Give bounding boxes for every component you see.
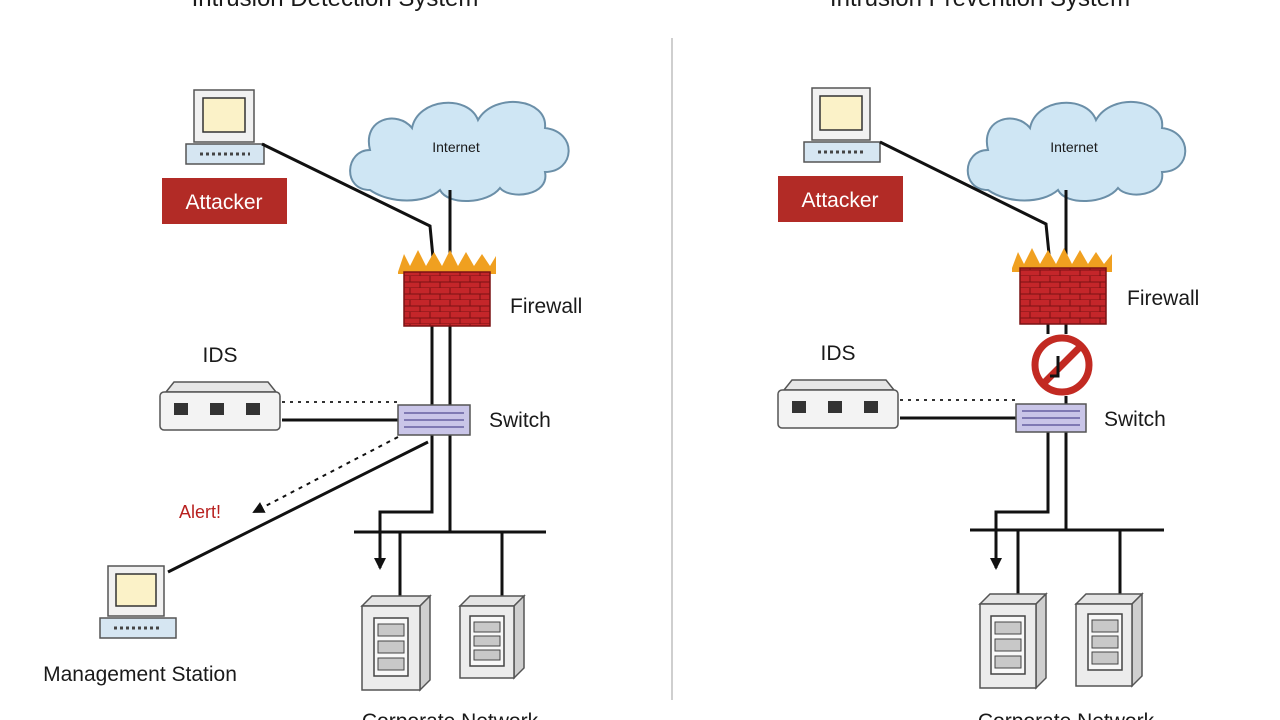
attacker-computer-icon — [803, 87, 881, 163]
attacker-label: Attacker — [801, 189, 878, 212]
firewall-icon — [398, 250, 496, 327]
server-icon — [458, 594, 526, 680]
management-station-label: Management Station — [43, 663, 237, 686]
attacker-badge: Attacker — [778, 176, 903, 222]
internet-cloud-icon: Internet — [966, 100, 1187, 203]
switch-icon — [1015, 403, 1087, 433]
alert-arrow — [252, 436, 399, 513]
corporate-network-label: Corporate Network — [362, 710, 539, 720]
server-icon — [978, 592, 1048, 690]
management-computer-icon — [99, 565, 177, 639]
server-icon — [360, 594, 432, 692]
network-cables — [879, 140, 1164, 596]
ids-label: IDS — [820, 342, 855, 365]
corporate-network-label: Corporate Network — [978, 710, 1155, 720]
ids-appliance-icon — [159, 381, 281, 431]
internet-label: Internet — [1050, 139, 1098, 155]
internet-cloud-icon: Internet — [349, 100, 570, 203]
firewall-icon — [1012, 248, 1112, 325]
attacker-label: Attacker — [185, 191, 262, 214]
switch-icon — [397, 404, 471, 436]
ids-appliance-icon — [777, 379, 899, 429]
attacker-badge: Attacker — [162, 178, 287, 224]
switch-label: Switch — [1104, 408, 1166, 431]
blocked-icon — [1031, 334, 1093, 396]
ids-label: IDS — [202, 344, 237, 367]
server-icon — [1074, 592, 1144, 688]
alert-label: Alert! — [179, 502, 221, 522]
ids-panel: Intrusion Detection System Attacker Inte… — [43, 0, 582, 720]
ids-panel-title: Intrusion Detection System — [192, 0, 479, 12]
switch-label: Switch — [489, 409, 551, 432]
ips-panel: Intrusion Prevention System Attacker Int… — [777, 0, 1199, 720]
attacker-computer-icon — [185, 89, 265, 165]
internet-label: Internet — [432, 139, 480, 155]
ips-panel-title: Intrusion Prevention System — [830, 0, 1130, 12]
firewall-label: Firewall — [510, 295, 582, 318]
firewall-label: Firewall — [1127, 287, 1199, 310]
